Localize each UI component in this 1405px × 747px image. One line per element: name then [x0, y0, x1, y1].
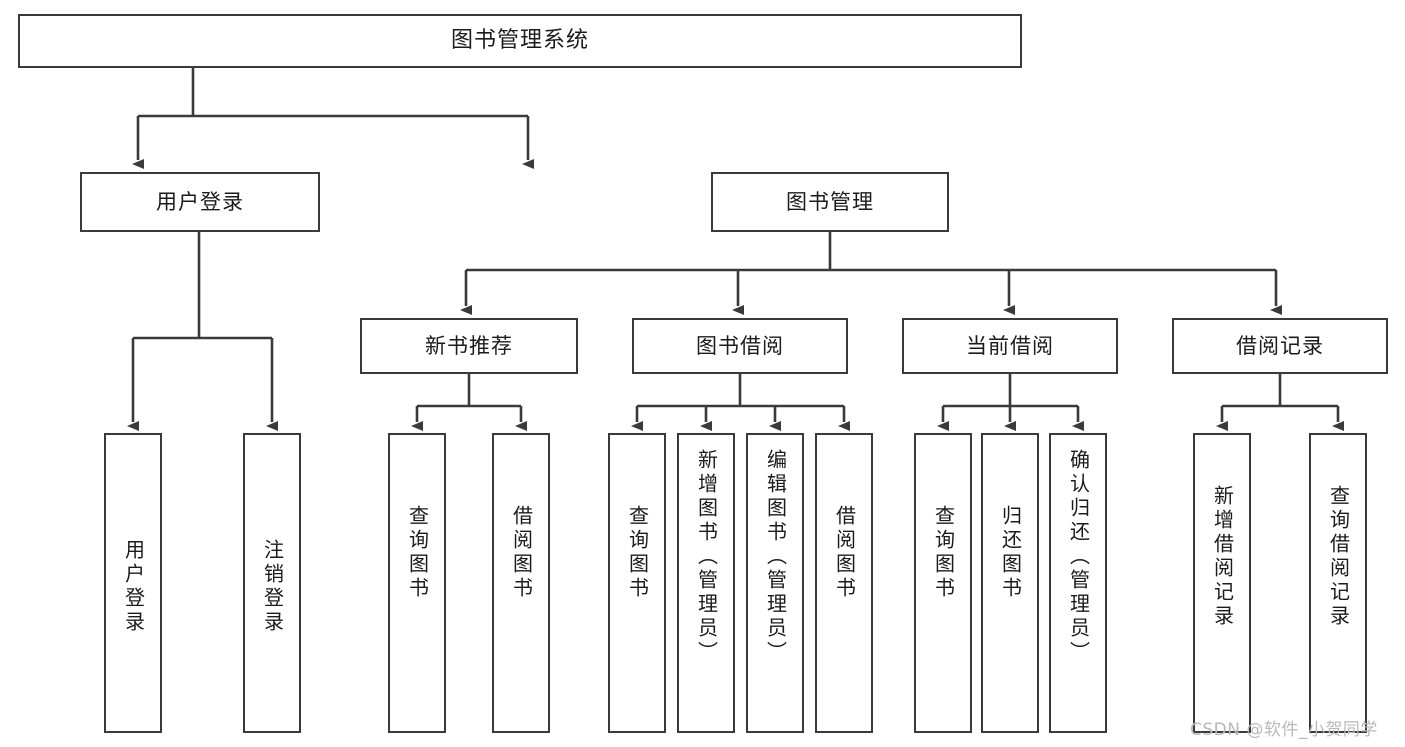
node-current-borrow-label: 当前借阅 [966, 333, 1054, 358]
node-borrow-record[interactable]: 借阅记录 [1172, 318, 1388, 374]
leaf-record-query-label: 查询借阅记录 [1326, 485, 1351, 629]
leaf-current-confirm-return[interactable]: 确认归还（管理员） [1049, 433, 1107, 733]
node-new-book-recommend[interactable]: 新书推荐 [360, 318, 578, 374]
leaf-current-query-book-label: 查询图书 [931, 505, 956, 601]
node-book-management-label: 图书管理 [786, 189, 874, 214]
leaf-borrow-edit-book[interactable]: 编辑图书（管理员） [746, 433, 804, 733]
leaf-borrow-borrow-book-label: 借阅图书 [832, 505, 857, 601]
node-root[interactable]: 图书管理系统 [18, 14, 1022, 68]
node-user-login[interactable]: 用户登录 [80, 172, 320, 232]
leaf-new-book-borrow[interactable]: 借阅图书 [492, 433, 550, 733]
leaf-user-login-login[interactable]: 用户登录 [104, 433, 162, 733]
leaf-current-return-book-label: 归还图书 [998, 505, 1023, 601]
leaf-borrow-query-book[interactable]: 查询图书 [608, 433, 666, 733]
node-book-borrow-label: 图书借阅 [696, 333, 784, 358]
node-book-borrow[interactable]: 图书借阅 [632, 318, 848, 374]
csdn-watermark: CSDN @软件_小贺同学 [1190, 720, 1378, 740]
leaf-current-return-book[interactable]: 归还图书 [981, 433, 1039, 733]
leaf-record-add-label: 新增借阅记录 [1210, 485, 1235, 629]
leaf-borrow-edit-book-label: 编辑图书（管理员） [763, 449, 788, 665]
node-borrow-record-label: 借阅记录 [1236, 333, 1324, 358]
leaf-borrow-add-book[interactable]: 新增图书（管理员） [677, 433, 735, 733]
leaf-borrow-borrow-book[interactable]: 借阅图书 [815, 433, 873, 733]
leaf-user-login-logout[interactable]: 注销登录 [243, 433, 301, 733]
leaf-new-book-query[interactable]: 查询图书 [388, 433, 446, 733]
node-book-management[interactable]: 图书管理 [711, 172, 949, 232]
node-root-label: 图书管理系统 [450, 28, 589, 54]
leaf-borrow-add-book-label: 新增图书（管理员） [694, 449, 719, 665]
leaf-record-add[interactable]: 新增借阅记录 [1193, 433, 1251, 733]
leaf-current-confirm-return-label: 确认归还（管理员） [1066, 449, 1091, 665]
leaf-user-login-logout-label: 注销登录 [260, 539, 285, 635]
leaf-borrow-query-book-label: 查询图书 [625, 505, 650, 601]
leaf-new-book-query-label: 查询图书 [405, 505, 430, 601]
leaf-new-book-borrow-label: 借阅图书 [509, 505, 534, 601]
leaf-record-query[interactable]: 查询借阅记录 [1309, 433, 1367, 733]
node-new-book-recommend-label: 新书推荐 [425, 333, 513, 358]
leaf-current-query-book[interactable]: 查询图书 [914, 433, 972, 733]
node-user-login-label: 用户登录 [156, 189, 244, 214]
node-current-borrow[interactable]: 当前借阅 [902, 318, 1118, 374]
leaf-user-login-login-label: 用户登录 [121, 539, 146, 635]
